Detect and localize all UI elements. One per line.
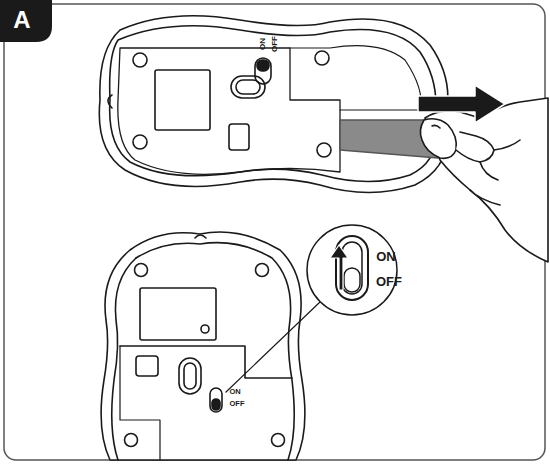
panel-letter: A	[13, 8, 30, 32]
frame	[4, 4, 545, 460]
switch-label: OFF	[271, 36, 279, 52]
pull-arrow	[418, 85, 505, 123]
switch-label: ON	[229, 388, 240, 396]
hand	[420, 98, 548, 262]
switch-magnifier	[226, 225, 397, 392]
switch-label: ON	[376, 250, 396, 263]
switch-label: ON	[259, 38, 267, 50]
switch-label: OFF	[376, 275, 402, 288]
switch-label: OFF	[230, 400, 245, 408]
mouse-top-view	[99, 16, 448, 193]
panel-tag	[0, 0, 52, 42]
